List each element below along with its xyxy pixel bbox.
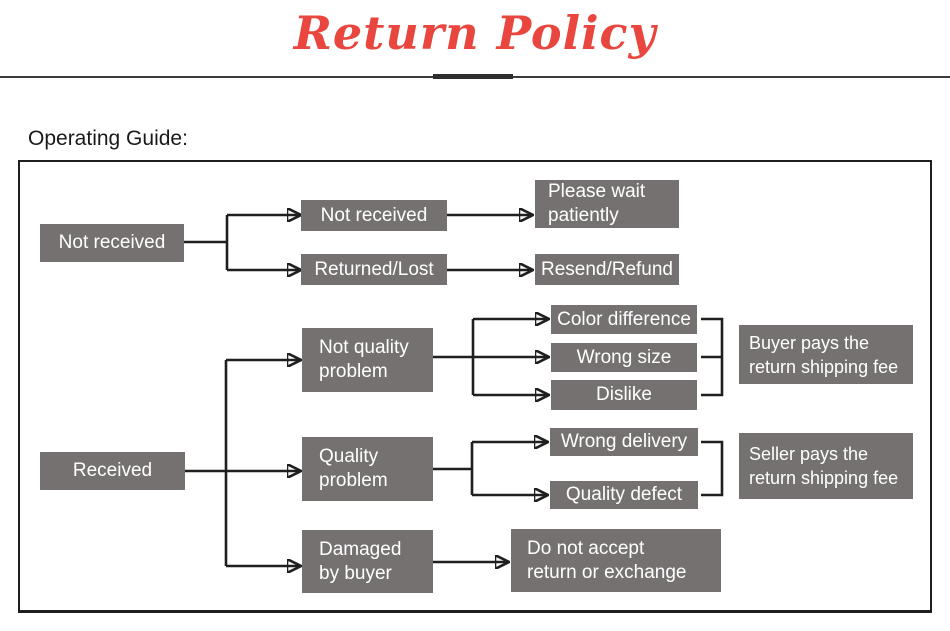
flow-node-not-quality-problem: Not quality problem (302, 328, 433, 392)
flow-node-please-wait-patiently: Please wait patiently (535, 180, 679, 228)
page-title: Return Policy (293, 6, 657, 60)
flow-node-buyer-pays-fee: Buyer pays the return shipping fee (739, 325, 913, 384)
flow-node-quality-defect: Quality defect (550, 481, 698, 509)
flow-node-color-difference: Color difference (551, 305, 697, 334)
flow-node-not-received-root: Not received (40, 224, 184, 262)
flow-node-damaged-by-buyer: Damaged by buyer (302, 530, 433, 593)
flow-node-do-not-accept: Do not accept return or exchange (511, 529, 721, 592)
flow-node-received-root: Received (40, 452, 185, 490)
flow-node-resend-refund: Resend/Refund (535, 254, 679, 285)
flow-node-not-received: Not received (301, 200, 447, 231)
flow-node-wrong-delivery: Wrong delivery (550, 428, 698, 456)
operating-guide-heading: Operating Guide: (28, 127, 188, 150)
title-divider-accent (433, 74, 513, 79)
flow-node-wrong-size: Wrong size (551, 343, 697, 372)
flow-node-quality-problem: Quality problem (302, 437, 433, 501)
flow-node-returned-lost: Returned/Lost (301, 254, 447, 285)
flow-node-seller-pays-fee: Seller pays the return shipping fee (739, 433, 913, 499)
flow-node-dislike: Dislike (551, 380, 697, 410)
